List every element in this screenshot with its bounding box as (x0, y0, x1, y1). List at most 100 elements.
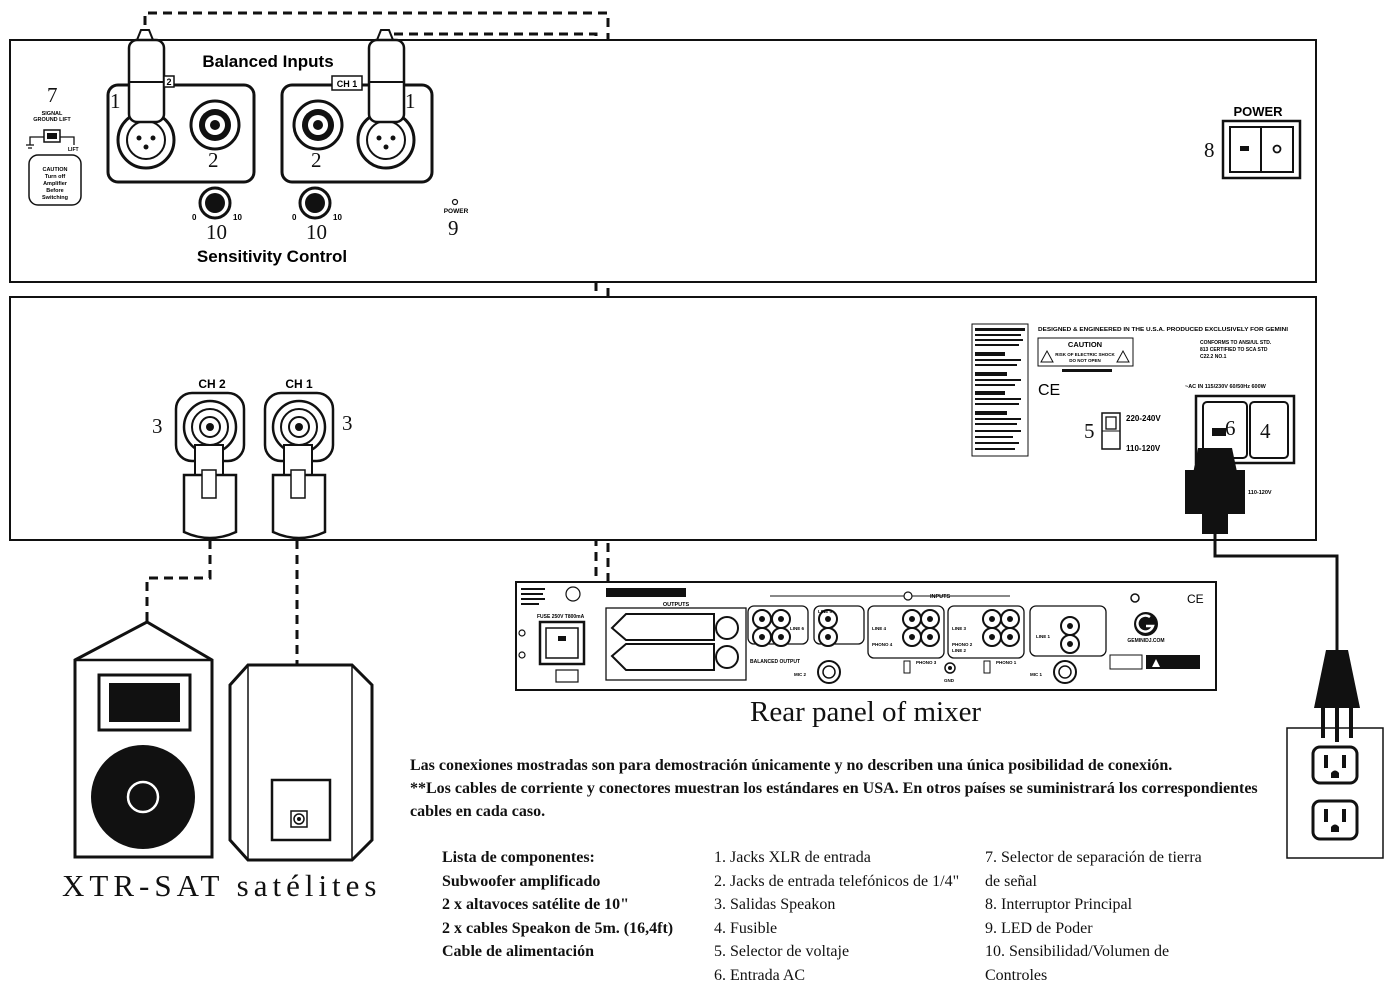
callout-9: 9 (448, 216, 459, 240)
note-line-1: Las conexiones mostradas son para demost… (410, 754, 1280, 777)
dial-ch1-min: 0 (292, 213, 297, 222)
phono-3-label: PHONO 3 (916, 660, 937, 665)
rca-jack[interactable] (903, 610, 921, 628)
line-1-label: LINE 1 (1036, 634, 1051, 639)
wall-outlet (1287, 728, 1383, 858)
mic-input-2[interactable] (818, 661, 840, 683)
power-led-label: POWER (444, 208, 469, 215)
rca-jack[interactable] (983, 628, 1001, 646)
connection-note: Las conexiones mostradas son para demost… (410, 754, 1280, 823)
rca-jack[interactable] (1061, 617, 1079, 635)
rca-jack[interactable] (753, 610, 771, 628)
svg-text:GROUND LIFT: GROUND LIFT (33, 117, 71, 123)
rca-jack[interactable] (753, 628, 771, 646)
power-switch-label: POWER (1233, 104, 1283, 119)
power-led (453, 200, 458, 205)
rca-jack[interactable] (772, 628, 790, 646)
ch2-output-label: CH 2 (198, 377, 226, 391)
rca-jack[interactable] (819, 628, 837, 646)
callout-8: 8 (1204, 138, 1215, 162)
legend-item: 2. Jacks de entrada telefónicos de 1/4" (714, 870, 959, 894)
legend-item: 6. Entrada AC (714, 964, 959, 987)
conforms-line-2: 813 CERTIFIED TO SCA STD (1200, 347, 1268, 353)
mixer-balanced-out-1[interactable] (716, 617, 738, 639)
svg-text:Switching: Switching (42, 195, 68, 201)
mixer-balanced-out-2[interactable] (716, 646, 738, 668)
legend-item: 5. Selector de voltaje (714, 940, 959, 964)
mic-input-1[interactable] (1054, 661, 1076, 683)
rca-jack[interactable] (983, 610, 1001, 628)
legend-item: 8. Interruptor Principal (985, 893, 1202, 917)
svg-text:LIFT: LIFT (68, 147, 79, 153)
plug-voltage-label: 110-120V (1248, 490, 1272, 496)
legend-item: 3. Salidas Speakon (714, 893, 959, 917)
mixer-rear-panel: FUSE 250V T800mA OUTPUTS BALANCED OUTPUT… (516, 582, 1216, 690)
contents-item: Cable de alimentación (442, 940, 673, 964)
callout-3-ch1: 3 (342, 411, 353, 435)
callout-2-ch2: 2 (208, 148, 219, 172)
callout-10-ch1: 10 (306, 220, 327, 244)
rca-jack[interactable] (903, 628, 921, 646)
callout-3-ch2: 3 (152, 414, 163, 438)
legend-item: 4. Fusible (714, 917, 959, 941)
callout-10-ch2: 10 (206, 220, 227, 244)
phono-1-label: PHONO 1 (996, 660, 1017, 665)
rca-jack[interactable] (772, 610, 790, 628)
satellite-speaker (230, 665, 372, 860)
sensitivity-dial-ch1[interactable] (300, 188, 330, 218)
conforms-line-1: CONFORMS TO ANSI/UL STD. (1200, 340, 1272, 346)
contents-item: 2 x cables Speakon de 5m. (16,4ft) (442, 917, 673, 941)
line-6-label: LINE 6 (790, 626, 805, 631)
package-contents: Lista de componentes: Subwoofer amplific… (442, 846, 673, 964)
callout-5: 5 (1084, 419, 1095, 443)
woofer-cone (91, 745, 195, 849)
rca-jack[interactable] (921, 628, 939, 646)
legend-item: 1. Jacks XLR de entrada (714, 846, 959, 870)
voltage-low: 110-120V (1126, 444, 1161, 453)
caution-label: CAUTION RISK OF ELECTRIC SHOCK DO NOT OP… (1038, 338, 1133, 366)
rca-jack[interactable] (921, 610, 939, 628)
rca-jack[interactable] (1001, 610, 1019, 628)
voltage-selector[interactable] (1102, 413, 1120, 449)
sensitivity-dial-ch2[interactable] (200, 188, 230, 218)
caution-badge: CAUTION Turn off Amplifier Before Switch… (29, 155, 81, 205)
balanced-inputs-title: Balanced Inputs (202, 52, 333, 71)
jack-input-ch2[interactable] (191, 101, 239, 149)
callout-7: 7 (47, 83, 58, 107)
mic-2-label: MIC 2 (794, 672, 806, 677)
rca-jack[interactable] (1001, 628, 1019, 646)
mixer-outputs-label: OUTPUTS (663, 602, 690, 608)
gemini-logo (1134, 612, 1158, 636)
legend-item: de señal (985, 870, 1202, 894)
ch2-tag-label: 2 (166, 77, 171, 87)
line-5-label: LINE 5 (818, 609, 833, 614)
designed-text: DESIGNED & ENGINEERED IN THE U.S.A. PROD… (1038, 327, 1289, 333)
svg-text:Amplifier: Amplifier (43, 181, 68, 187)
legend-item: Controles (985, 964, 1202, 987)
legend-list-2: 7. Selector de separación de tierra de s… (985, 846, 1202, 987)
callout-1-ch2: 1 (110, 89, 121, 113)
svg-text:DO NOT OPEN: DO NOT OPEN (1069, 358, 1101, 363)
callout-2-ch1: 2 (311, 148, 322, 172)
conforms-line-3: C22.2 NO.1 (1200, 354, 1227, 360)
amp-input-panel: Balanced Inputs CH 1 2 0 10 0 10 Sen (10, 30, 1316, 282)
subwoofer-speaker (75, 622, 212, 857)
ch1-output-label: CH 1 (285, 377, 313, 391)
warning-label-area (972, 324, 1028, 456)
svg-text:CAUTION: CAUTION (1068, 340, 1102, 349)
power-switch[interactable] (1223, 121, 1300, 178)
phono-2-label: PHONO 2 (952, 642, 973, 647)
jack-input-ch1[interactable] (294, 101, 342, 149)
contents-item: 2 x altavoces satélite de 10" (442, 893, 673, 917)
brand-url: GEMINIDJ.COM (1127, 638, 1164, 644)
sensitivity-control-label: Sensitivity Control (197, 247, 347, 266)
balanced-output-label: BALANCED OUTPUT (750, 659, 800, 665)
rca-jack[interactable] (1061, 635, 1079, 653)
satellite-speakon-jack (291, 811, 307, 827)
ch1-tag-label: CH 1 (337, 79, 358, 89)
legend-item: 9. LED de Poder (985, 917, 1202, 941)
voltage-high: 220-240V (1126, 414, 1161, 423)
phono-4-label: PHONO 4 (872, 642, 893, 647)
mixer-inputs-label: INPUTS (930, 594, 951, 600)
rear-panel-caption: Rear panel of mixer (750, 696, 981, 729)
